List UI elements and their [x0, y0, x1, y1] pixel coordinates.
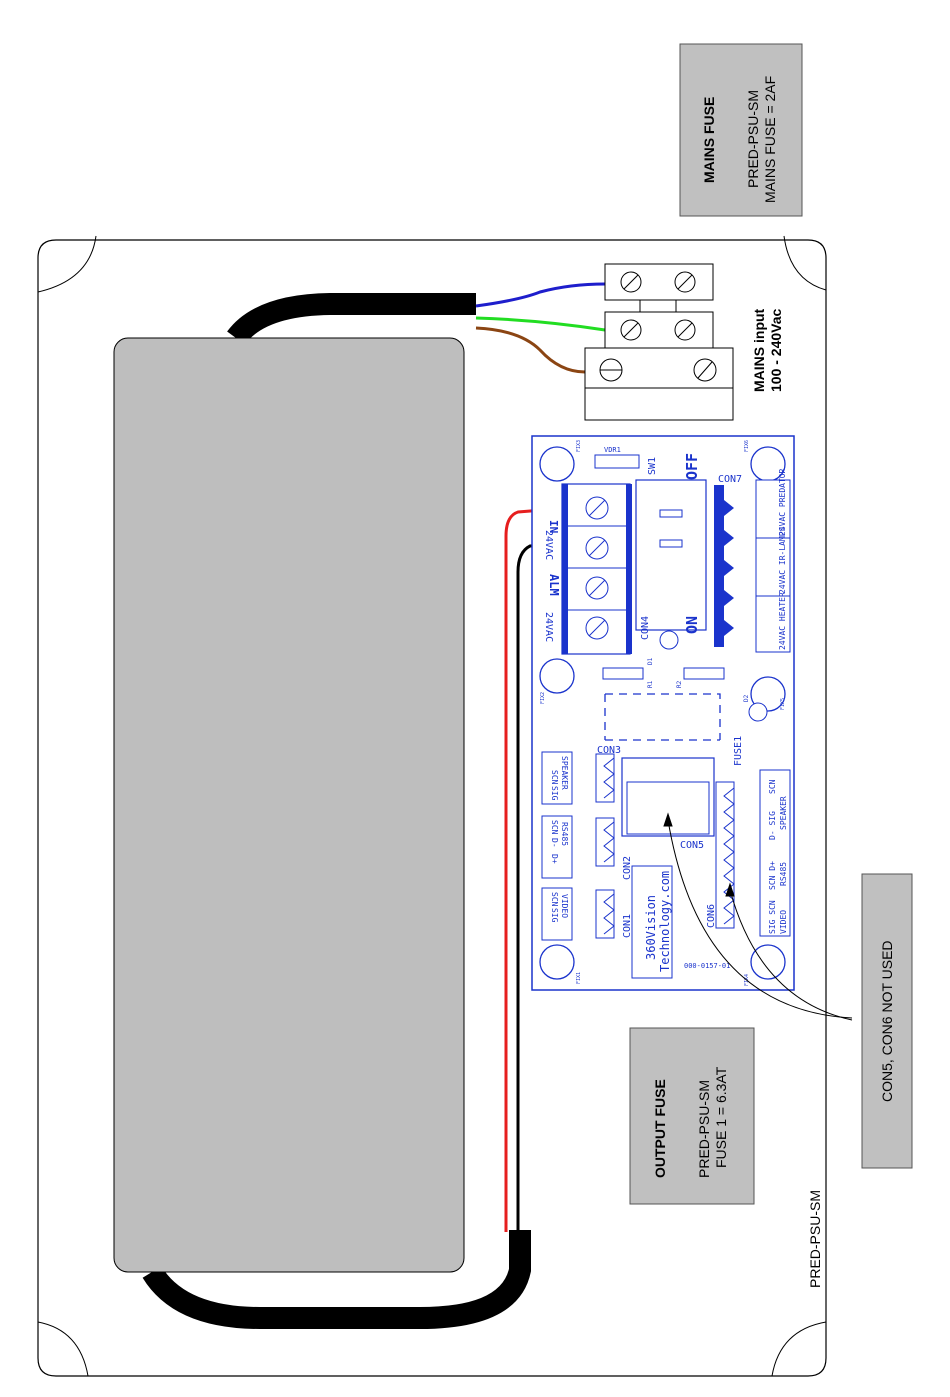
pcb-brand-line1: 360Vision — [644, 895, 658, 960]
pcb-fix2-label: FIX2 — [540, 692, 546, 704]
pcb-vdr1-label: VDR1 — [604, 446, 621, 454]
mains-fuse-line1: PRED-PSU-SM — [745, 90, 761, 188]
con1-scn-label: SCN — [550, 892, 559, 907]
pcb-24vac-a-label: 24VAC — [543, 530, 554, 560]
con6-sigscn-label: SIG SCN — [768, 900, 777, 934]
model-label: PRED-PSU-SM — [807, 1190, 823, 1288]
pcb-fuse1-label: FUSE1 — [733, 736, 744, 766]
con-not-used-text: CON5, CON6 NOT USED — [879, 940, 895, 1102]
con7-label-heater: 24VAC HEATER — [778, 592, 787, 650]
mains-fuse-title: MAINS FUSE — [701, 97, 717, 183]
pcb-con5-label: CON5 — [680, 840, 704, 851]
pcb-fix6-label: FIX6 — [744, 440, 750, 452]
pcb-brand-line2: Technology.com — [658, 871, 672, 972]
pcb-r1-label: R1 — [647, 680, 654, 688]
con-not-used-note: CON5, CON6 NOT USED — [861, 873, 913, 1169]
pcb-off-label: OFF — [683, 453, 701, 480]
con6-speaker-label: SPEAKER — [779, 796, 788, 830]
output-fuse-title: OUTPUT FUSE — [652, 1079, 668, 1178]
mains-input-line2: 100 - 240Vac — [768, 308, 784, 392]
mains-fuse-line2: MAINS FUSE = 2AF — [762, 76, 778, 203]
pcb-alm-label: ALM — [547, 574, 561, 596]
pcb-d1-label: D1 — [647, 657, 654, 665]
con-note-arrows — [663, 812, 853, 1021]
pcb-con1-label: CON1 — [622, 914, 633, 938]
pcb-d2-label: D2 — [743, 694, 750, 702]
output-fuse-note: OUTPUT FUSE PRED-PSU-SM FUSE 1 = 6.3AT — [629, 1027, 755, 1205]
pcb-con3-label: CON3 — [597, 745, 621, 756]
con3-scn-label: SCN — [550, 770, 559, 785]
mains-wires — [475, 282, 606, 374]
mains-input-line1: MAINS input — [751, 308, 767, 392]
con2-scn-label: SCN — [550, 820, 559, 835]
pcb-on-label: ON — [683, 616, 701, 634]
pcb-con6-label: CON6 — [706, 904, 717, 928]
power-supply-unit — [113, 337, 465, 1273]
pcb-in-label: IN — [547, 520, 560, 533]
con1-video-label: VIDEO — [560, 894, 569, 918]
pcb-con7-label: CON7 — [718, 474, 742, 485]
black-cables — [142, 293, 531, 1329]
con6-rs485-label: RS485 — [779, 862, 788, 886]
con1-sig-label: SIG — [550, 908, 559, 923]
pcb-labels: OFF ON SW1 VDR1 CON4 CON7 CON3 CON2 CON1… — [540, 440, 788, 986]
pcb-r2-label: R2 — [676, 680, 683, 688]
con3-sig-label: SIG — [550, 786, 559, 801]
con6-dminussig-label: D- SIG — [768, 811, 777, 840]
pcb-fix3-label: FIX3 — [576, 440, 582, 452]
mains-input-label: MAINS input 100 - 240Vac — [751, 308, 784, 392]
pcb-con4-label: CON4 — [640, 616, 651, 640]
con6-video-label: VIDEO — [779, 910, 788, 934]
mains-terminal-blocks — [584, 263, 734, 421]
con6-scn-label: SCN — [768, 779, 777, 794]
pcb-board — [531, 435, 795, 991]
con7-label-predator: 24VAC PREDATOR — [778, 468, 787, 536]
output-fuse-line1: PRED-PSU-SM — [696, 1080, 712, 1178]
pcb-sw1-label: SW1 — [647, 457, 658, 475]
output-wires — [504, 506, 569, 1232]
con3-speaker-label: SPEAKER — [560, 756, 569, 790]
mains-fuse-note: MAINS FUSE PRED-PSU-SM MAINS FUSE = 2AF — [679, 43, 803, 217]
pcb-fix1-label: FIX1 — [576, 972, 582, 984]
con2-dminus-label: D- — [550, 838, 559, 848]
con7-label-irlamps: 24VAC IR-LAMPS — [778, 526, 787, 594]
pcb-24vac-b-label: 24VAC — [543, 612, 554, 642]
pcb-part-number: 000-0157-01 — [684, 962, 730, 970]
con2-dplus-label: D+ — [550, 854, 559, 864]
pcb-fix5-label: FIX5 — [780, 698, 786, 710]
con6-scndplus-label: SCN D+ — [768, 861, 777, 890]
con2-rs485-label: RS485 — [560, 822, 569, 846]
pcb-con2-label: CON2 — [622, 856, 633, 880]
output-fuse-line2: FUSE 1 = 6.3AT — [713, 1066, 729, 1168]
